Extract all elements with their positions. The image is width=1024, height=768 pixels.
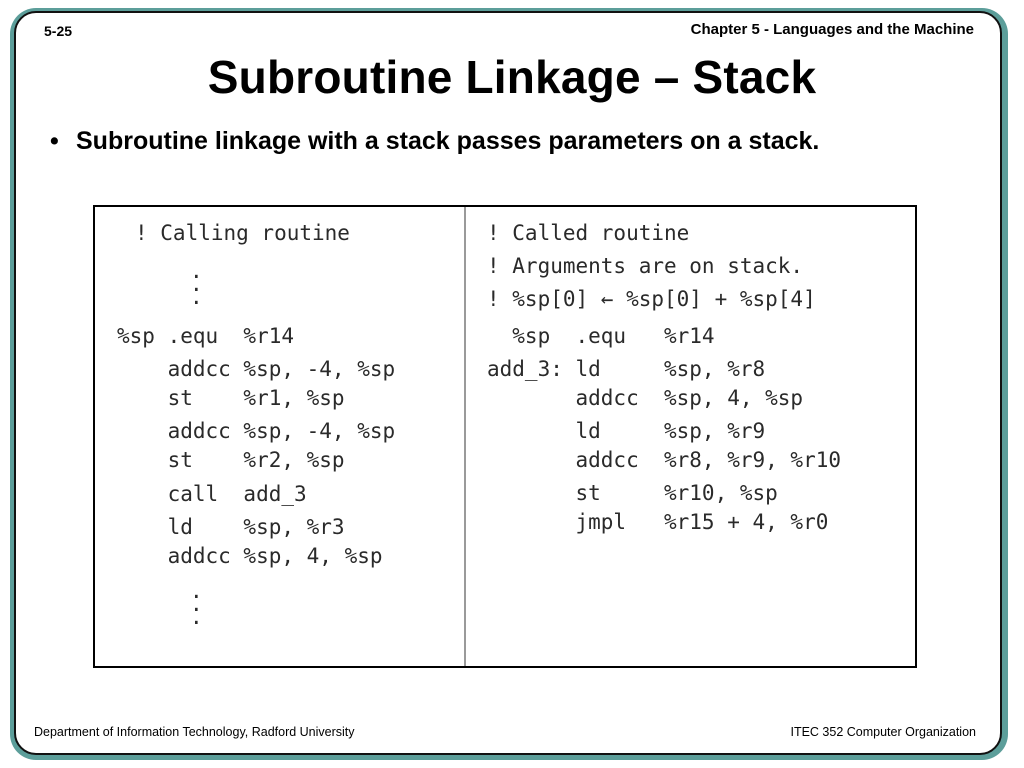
called-line-1: %sp .equ %r14	[487, 324, 715, 348]
calling-line-5: st %r2, %sp	[117, 448, 345, 472]
bullet-item: • Subroutine linkage with a stack passes…	[50, 127, 819, 156]
slide-number: 5-25	[44, 23, 73, 39]
calling-line-3: st %r1, %sp	[117, 386, 345, 410]
calling-line-7: ld %sp, %r3	[117, 515, 345, 539]
called-line-4: ld %sp, %r9	[487, 419, 766, 443]
called-line-5: addcc %r8, %r9, %r10	[487, 448, 842, 472]
bullet-text: Subroutine linkage with a stack passes p…	[76, 127, 820, 155]
ellipsis-top: . . .	[190, 259, 203, 309]
called-comment-1: ! Called routine	[487, 221, 690, 245]
called-line-7: jmpl %r15 + 4, %r0	[487, 510, 829, 534]
calling-line-6: call add_3	[117, 482, 307, 506]
bullet-icon: •	[50, 127, 59, 155]
called-line-3: addcc %sp, 4, %sp	[487, 386, 804, 410]
column-divider	[464, 207, 466, 666]
code-figure: ! Calling routine . . . %sp .equ %r14 ad…	[93, 205, 917, 668]
called-line-2: add_3: ld %sp, %r8	[487, 357, 766, 381]
called-line-6: st %r10, %sp	[487, 481, 778, 505]
footer-department: Department of Information Technology, Ra…	[34, 725, 355, 739]
calling-line-2: addcc %sp, -4, %sp	[117, 357, 396, 381]
calling-line-8: addcc %sp, 4, %sp	[117, 544, 383, 568]
chapter-title: Chapter 5 - Languages and the Machine	[690, 21, 974, 38]
called-comment-3: ! %sp[0] ← %sp[0] + %sp[4]	[487, 287, 816, 311]
ellipsis-bottom: . . .	[190, 579, 203, 629]
slide-title: Subroutine Linkage – Stack	[207, 51, 817, 103]
footer-course: ITEC 352 Computer Organization	[790, 725, 976, 739]
calling-routine-comment: ! Calling routine	[135, 221, 350, 245]
called-comment-2: ! Arguments are on stack.	[487, 254, 804, 278]
calling-line-4: addcc %sp, -4, %sp	[117, 419, 396, 443]
calling-line-1: %sp .equ %r14	[117, 324, 295, 348]
